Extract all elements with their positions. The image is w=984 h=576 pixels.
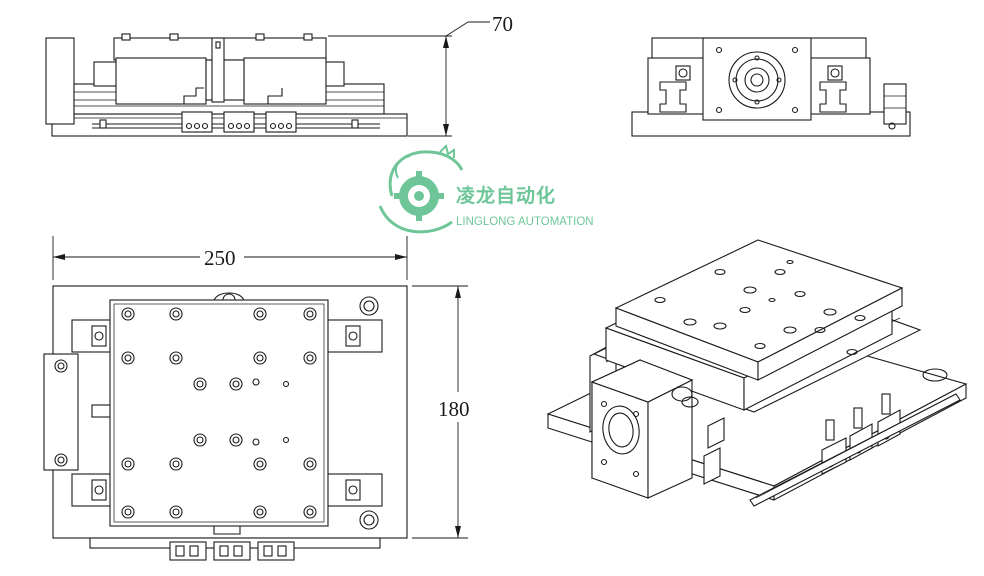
brand-english-name: LINGLONG AUTOMATION (456, 216, 594, 228)
dimension-depth: 180 (412, 285, 470, 539)
width-label: 250 (204, 246, 236, 270)
height-label: 70 (492, 12, 513, 36)
brand-chinese-name: 凌龙自动化 (456, 184, 556, 207)
dimension-width: 250 (52, 236, 408, 280)
plan-sensor-group (169, 541, 295, 561)
isometric-view (546, 239, 968, 507)
sensor-group (181, 111, 297, 133)
gear-icon (394, 171, 444, 221)
dimension-height: 70 (328, 12, 513, 137)
side-elevation-view (631, 37, 911, 137)
front-elevation-view (45, 33, 408, 137)
plan-view (43, 285, 408, 561)
brand-watermark: 凌龙自动化 LINGLONG AUTOMATION (378, 144, 594, 234)
iso-table-holes (654, 259, 866, 356)
depth-label: 180 (438, 397, 470, 421)
table-holes (121, 307, 317, 519)
